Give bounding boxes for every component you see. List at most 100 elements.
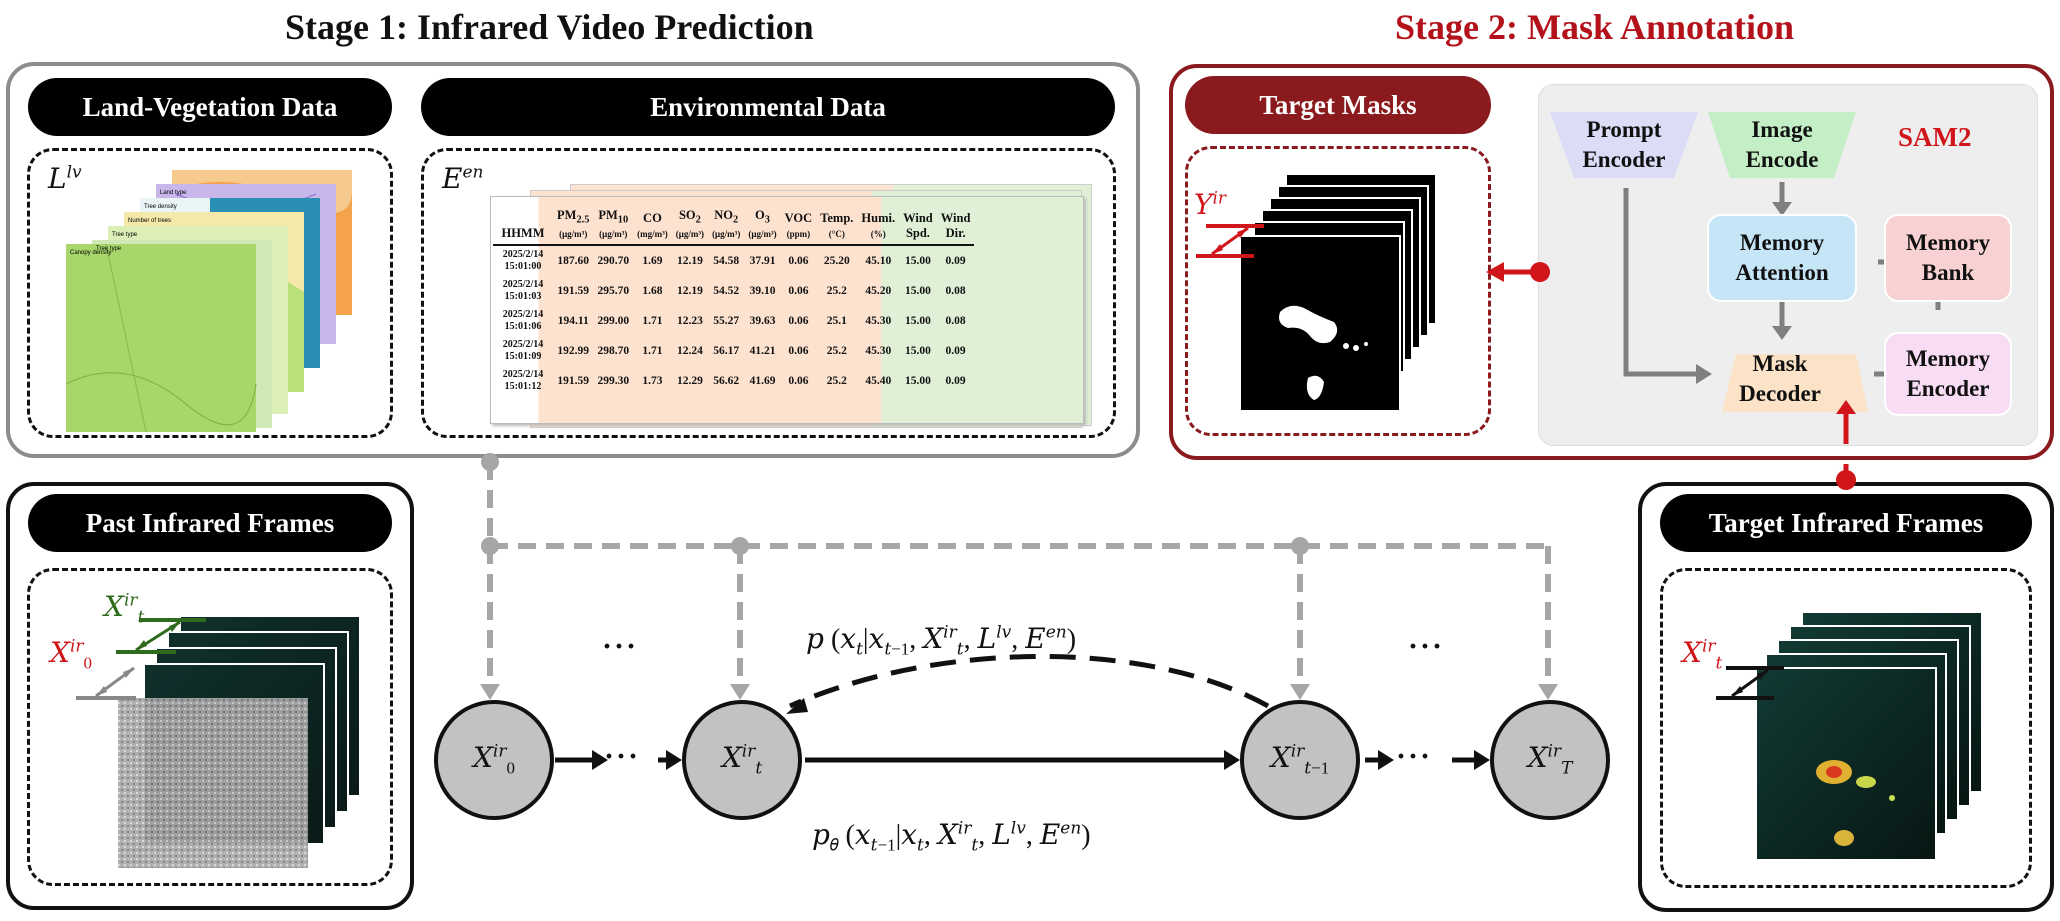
env-table-cell: 25.2	[826, 374, 847, 387]
env-table-cell: 25.2	[826, 284, 847, 297]
ellipsis-top-left: ···	[602, 630, 639, 663]
env-header-row: HHMM PM2.5(μg/m³) PM10(μg/m³) CO(mg/m³) …	[493, 205, 975, 246]
env-table-cell: 15.00	[905, 344, 931, 357]
target-masks-symbol: 𝑌𝑖𝑟	[1194, 188, 1226, 222]
env-table-cell: 0.06	[788, 344, 809, 357]
env-header-cell: Humi.(%)	[857, 205, 900, 246]
target-masks-label: Target Masks	[1185, 76, 1491, 134]
memory-attention: Memory Attention	[1707, 214, 1857, 302]
env-table-cell: 45.40	[865, 374, 892, 387]
env-table-cell: 41.21	[749, 344, 776, 357]
env-table-cell: 2025/2/14 15:01:00	[502, 248, 544, 272]
land-symbol-sup: 𝑙𝑣	[66, 162, 82, 182]
env-header-cell: PM2.5(μg/m³)	[553, 205, 594, 246]
env-table-cell: 12.24	[676, 344, 703, 357]
env-table-cell: 0.06	[788, 374, 809, 387]
ellipsis-top-right: ···	[1408, 630, 1445, 663]
env-table-cell: 12.29	[676, 374, 703, 387]
env-table-cell: 12.19	[676, 284, 703, 297]
env-table-cell: 15.00	[905, 254, 931, 267]
env-table-cell: 290.70	[597, 254, 630, 267]
env-table-cell: 0.08	[945, 284, 966, 297]
sam2-shapes	[1550, 112, 1948, 412]
environmental-label: Environmental Data	[421, 78, 1115, 136]
land-layer-label: Tree type	[112, 232, 138, 238]
env-table-cell: 2025/2/14 15:01:06	[502, 308, 544, 332]
environmental-table: HHMM PM2.5(μg/m³) PM10(μg/m³) CO(mg/m³) …	[493, 205, 975, 396]
land-symbol-base: 𝐿	[48, 164, 67, 195]
env-table-sheet: HHMM PM2.5(μg/m³) PM10(μg/m³) CO(mg/m³) …	[490, 196, 1084, 424]
env-header-cell: CO(mg/m³)	[633, 205, 672, 246]
env-table-cell: 45.30	[865, 314, 892, 327]
env-table-cell: 0.06	[788, 284, 809, 297]
env-table-cell: 1.71	[642, 314, 663, 327]
env-table-cell: 37.91	[749, 254, 776, 267]
env-table-cell: 56.17	[713, 344, 740, 357]
land-layer-label: Number of trees	[128, 218, 171, 224]
env-table-cell: 39.10	[749, 284, 776, 297]
env-table-cell: 1.71	[642, 344, 663, 357]
node-xT: 𝑋𝑖𝑟𝑇	[1490, 700, 1610, 820]
env-table-cell: 12.23	[676, 314, 703, 327]
env-table-cell: 299.30	[597, 374, 630, 387]
land-layer-label: Canopy density	[70, 250, 111, 256]
past-frames-symbol-t: 𝑋𝑖𝑟𝑡	[104, 590, 145, 627]
stage2-title: Stage 2: Mask Annotation	[1395, 7, 1795, 47]
env-table-cell: 2025/2/14 15:01:09	[502, 338, 544, 362]
env-table-cell: 25.2	[826, 344, 847, 357]
env-header-cell: PM10(μg/m³)	[593, 205, 634, 246]
ellipsis-chain-right: ···	[1396, 740, 1433, 773]
land-layer-label: Tree density	[144, 204, 177, 210]
env-table-cell: 25.1	[826, 314, 847, 327]
land-vegetation-map-stack: Canopy density Tree type Tree type Numbe…	[65, 170, 352, 432]
env-table-cell: 45.30	[865, 344, 892, 357]
past-frames-box	[27, 568, 393, 886]
forward-formula: 𝑝 (𝑥𝑡|𝑥𝑡−1, 𝑋𝑖𝑟𝑡, 𝐿𝑙𝑣, 𝐸𝑒𝑛)	[806, 622, 1077, 659]
land-vegetation-label: Land-Vegetation Data	[28, 78, 392, 136]
env-table-cell: 191.59	[557, 284, 590, 297]
memory-encoder: Memory Encoder	[1884, 332, 2012, 416]
env-header-cell: NO2(μg/m³)	[708, 205, 745, 246]
env-header-cell: O3(μg/m³)	[744, 205, 781, 246]
target-frames-box	[1660, 568, 2032, 888]
env-table-cell: 25.20	[823, 254, 850, 267]
env-table-cell: 56.62	[713, 374, 740, 387]
env-table-cell: 1.73	[642, 374, 663, 387]
past-frames-label: Past Infrared Frames	[28, 494, 392, 552]
env-table-cell: 39.63	[749, 314, 776, 327]
env-table-cell: 15.00	[905, 374, 931, 387]
env-table-cell: 0.09	[945, 374, 966, 387]
target-frames-stack	[1716, 611, 1983, 861]
env-table-cell: 2025/2/14 15:01:03	[502, 278, 544, 302]
env-table-cell: 0.06	[788, 254, 809, 267]
reverse-formula: 𝑝𝜃 (𝑥𝑡−1|𝑥𝑡, 𝑋𝑖𝑟𝑡, 𝐿𝑙𝑣, 𝐸𝑒𝑛)	[812, 818, 1091, 855]
memory-bank: Memory Bank	[1884, 214, 2012, 302]
land-layer-label: Land type	[160, 190, 187, 196]
env-table-cell: 41.69	[749, 374, 776, 387]
env-table-cell: 0.09	[945, 344, 966, 357]
env-table-row: 2025/2/14 15:01:12 191.59 299.30 1.73 12.29 5…	[493, 366, 974, 396]
land-layer-label: Tree type	[96, 246, 122, 252]
env-table-cell: 0.06	[788, 314, 809, 327]
env-table-cell: 194.11	[557, 314, 589, 327]
mask-symbol-base: 𝑌	[1194, 190, 1213, 221]
ellipsis-chain-left: ···	[604, 740, 641, 773]
prompt-encoder: Prompt Encoder	[1582, 117, 1666, 172]
sam2-title: SAM2	[1898, 122, 1972, 152]
env-table-cell: 2025/2/14 15:01:12	[502, 368, 544, 392]
env-header-cell: Temp.(°C)	[816, 205, 858, 246]
env-table-cell: 191.59	[557, 374, 590, 387]
environmental-symbol: 𝐸𝑒𝑛	[442, 162, 483, 196]
mask-decoder: Mask Decoder	[1739, 351, 1821, 406]
target-mask-stack	[1196, 173, 1437, 412]
env-header-cell: VOC(ppm)	[780, 205, 817, 246]
env-table-cell: 45.20	[865, 284, 892, 297]
env-table-cell: 0.09	[945, 254, 966, 267]
